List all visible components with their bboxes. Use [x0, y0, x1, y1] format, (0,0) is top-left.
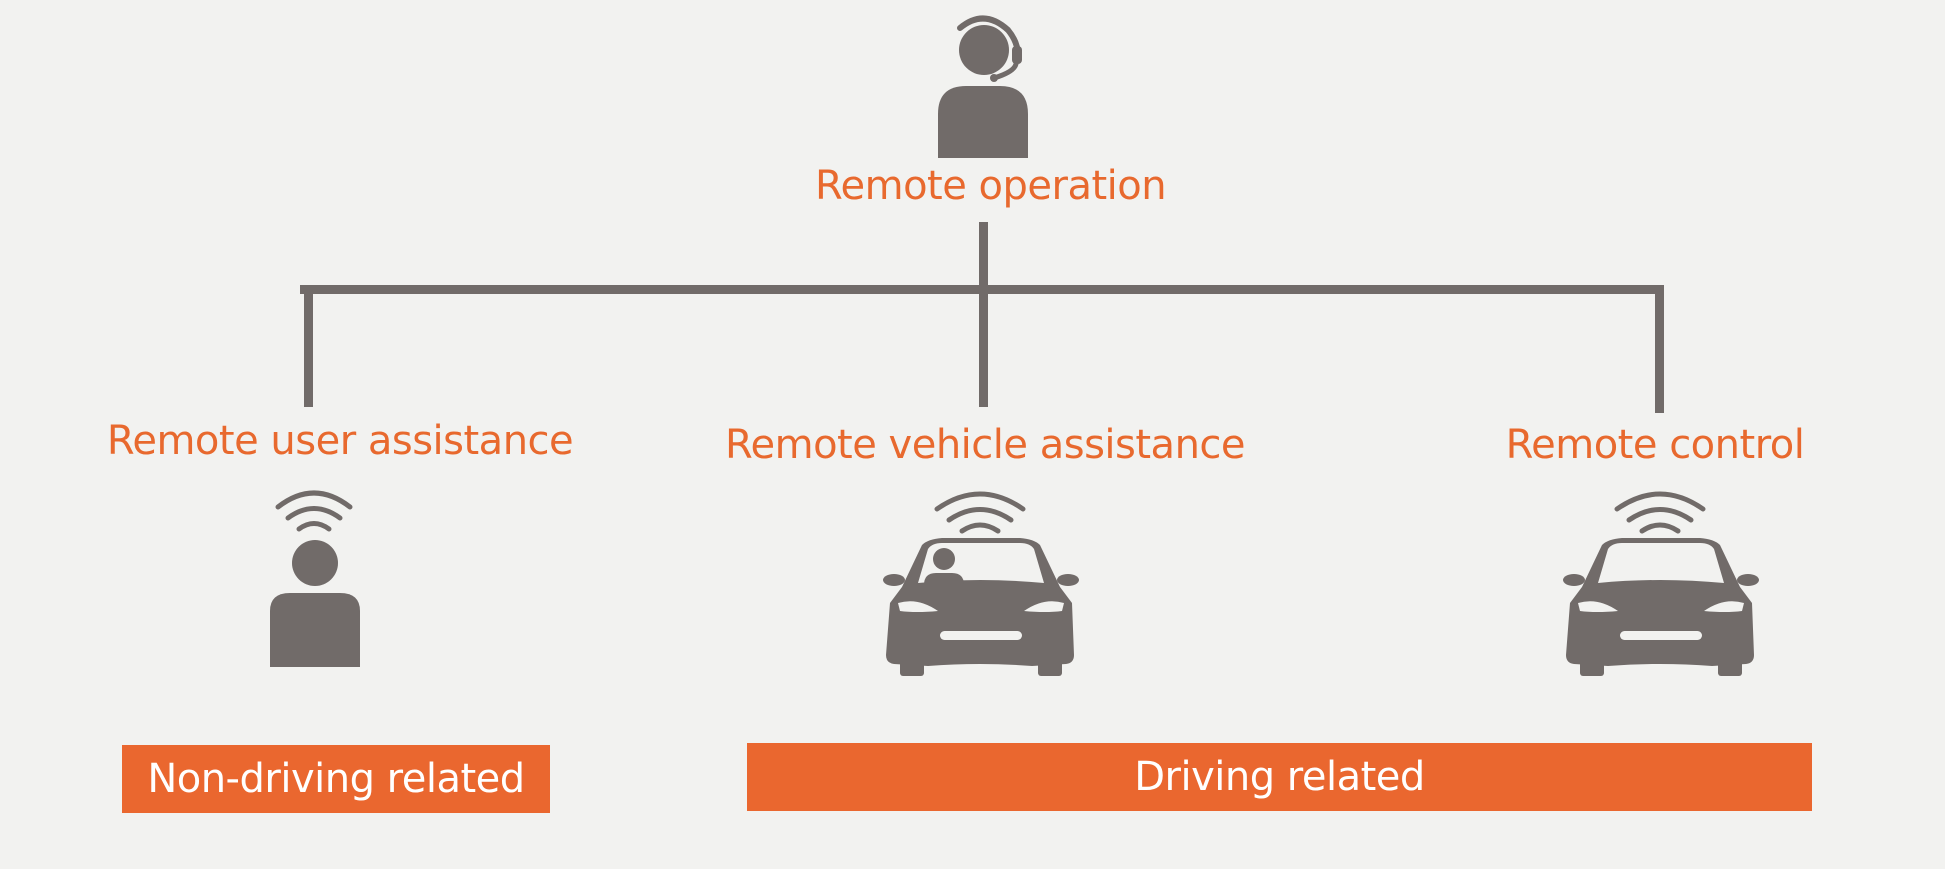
operator-headset-icon: [938, 15, 1028, 158]
branch-title-vehicle-assistance: Remote vehicle assistance: [725, 422, 1246, 468]
driving-related-bar: Driving related: [747, 743, 1812, 811]
root-title: Remote operation: [815, 163, 1167, 209]
branch-title-user-assistance: Remote user assistance: [106, 418, 574, 464]
non-driving-related-bar: Non-driving related: [122, 745, 550, 813]
branch-title-remote-control: Remote control: [1505, 422, 1805, 468]
person-wifi-icon: [270, 490, 360, 667]
car-wifi-icon: [1563, 491, 1759, 676]
car-with-driver-wifi-icon: [883, 491, 1079, 676]
